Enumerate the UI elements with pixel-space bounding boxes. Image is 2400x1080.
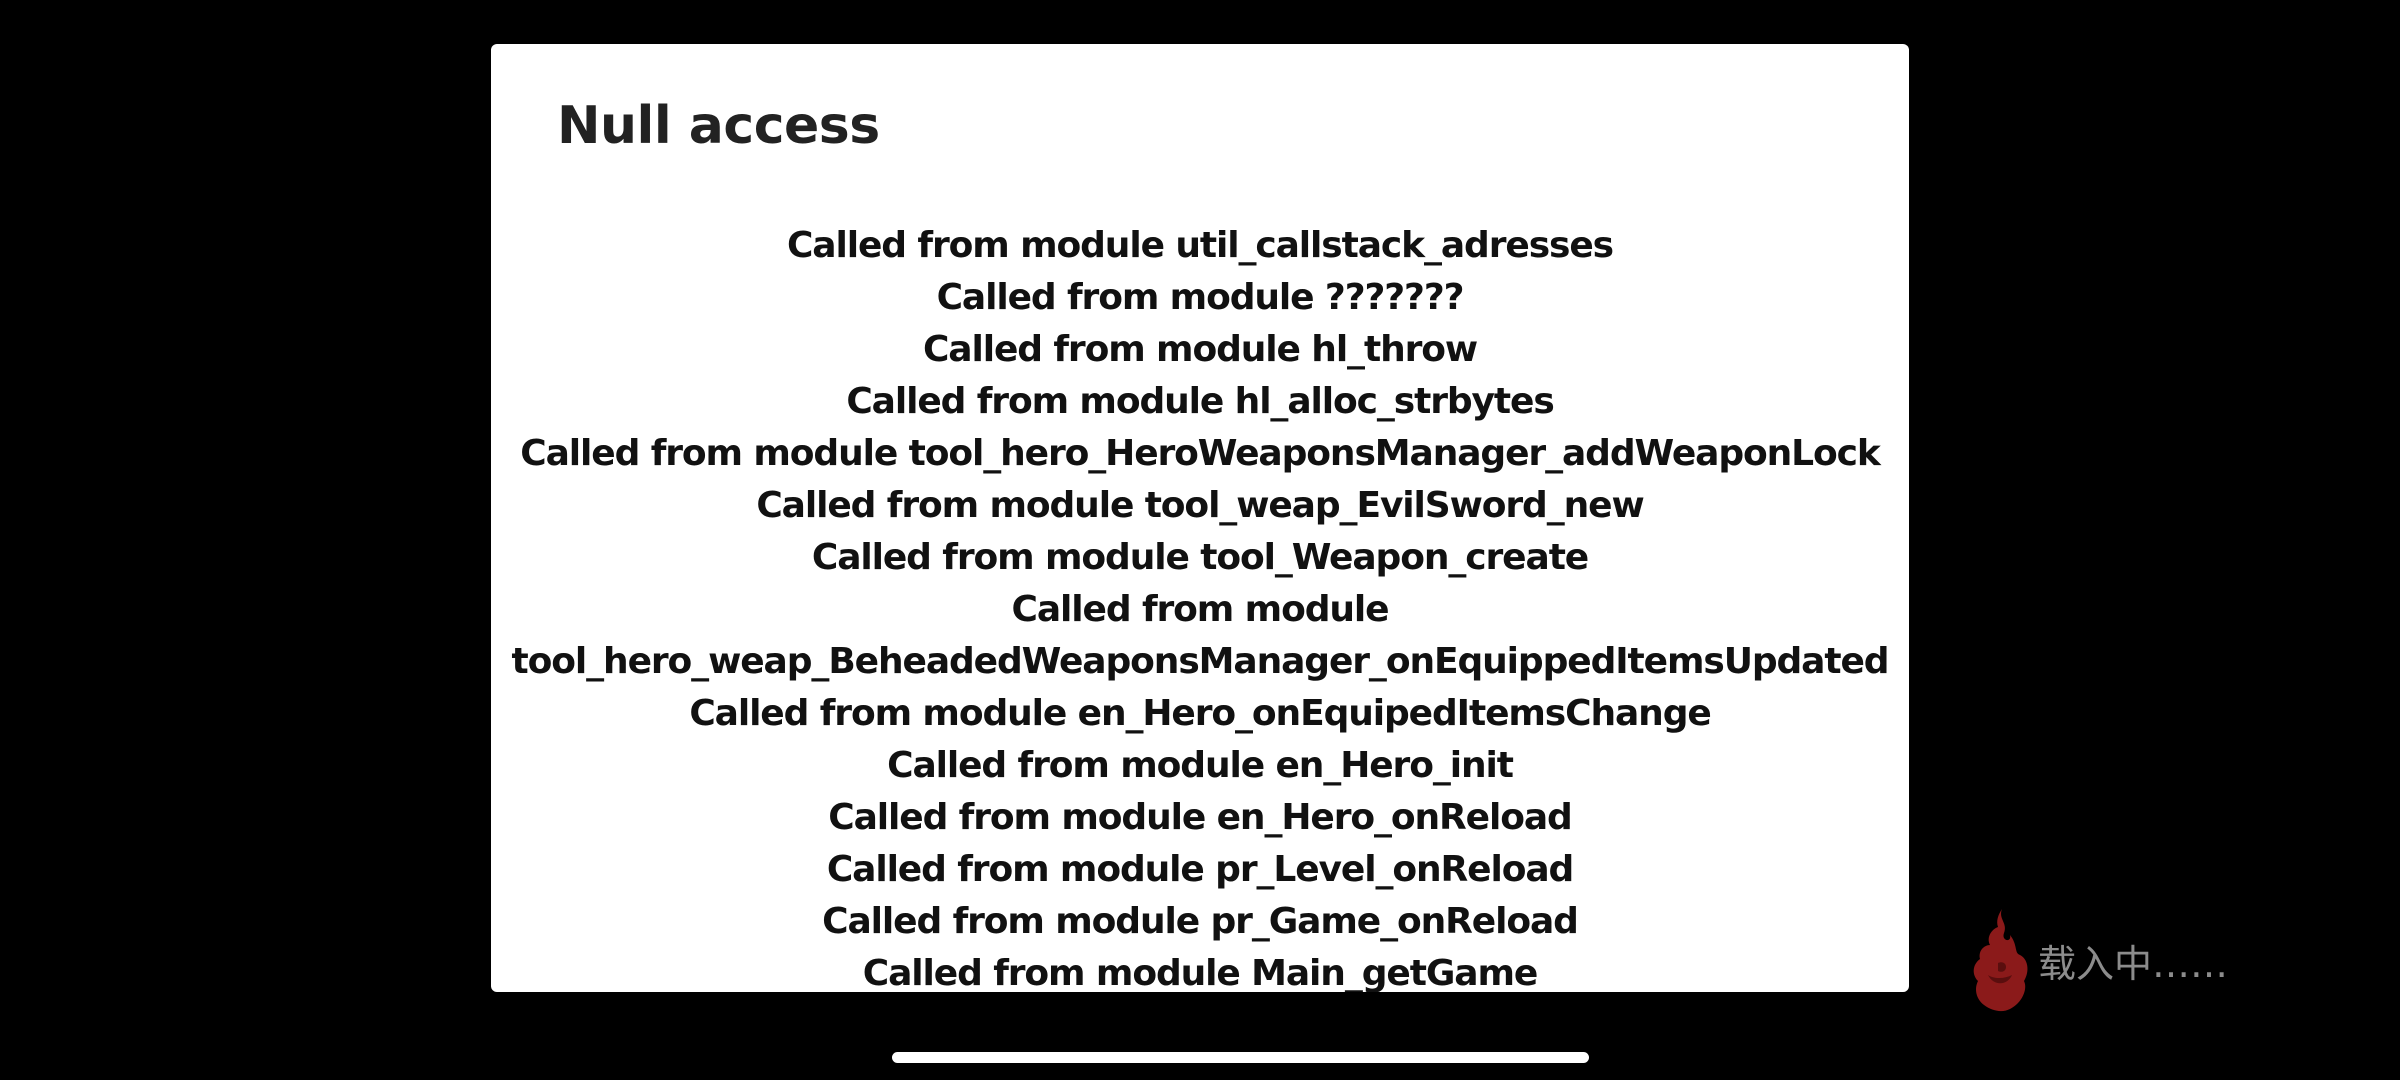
callstack-line: Called from module en_Hero_onEquipedItem… [689, 693, 1711, 734]
flame-mascot-icon [1973, 909, 2028, 1012]
callstack-line: Called from module hl_alloc_strbytes [846, 381, 1554, 422]
callstack-line: Called from module tool_Weapon_create [811, 537, 1589, 578]
callstack-line: Called from module [1011, 589, 1390, 630]
loading-text: 载入中…… [2038, 941, 2229, 986]
home-indicator[interactable] [892, 1052, 1589, 1063]
callstack-line: Called from module en_Hero_onReload [828, 797, 1573, 838]
callstack-line: Called from module en_Hero_init [887, 745, 1514, 786]
callstack-line: Called from module util_callstack_adress… [786, 225, 1614, 266]
callstack-line: Called from module Main_getGame [862, 953, 1538, 992]
callstack-line: Called from module pr_Level_onReload [826, 849, 1574, 890]
callstack-line: Called from module ??????? [936, 277, 1465, 318]
callstack-line: Called from module tool_weap_EvilSword_n… [756, 485, 1644, 526]
error-dialog: Null access Called from module util_call… [491, 44, 1909, 992]
callstack-line: tool_hero_weap_BeheadedWeaponsManager_on… [511, 641, 1890, 682]
callstack-list: Called from module util_callstack_adress… [491, 220, 1909, 992]
callstack-line: Called from module pr_Game_onReload [822, 901, 1579, 942]
loading-indicator: 载入中…… [1968, 905, 2228, 1015]
callstack-line: Called from module hl_throw [922, 329, 1478, 370]
dialog-title: Null access [557, 96, 880, 156]
callstack-line: Called from module tool_hero_HeroWeapons… [520, 433, 1881, 474]
